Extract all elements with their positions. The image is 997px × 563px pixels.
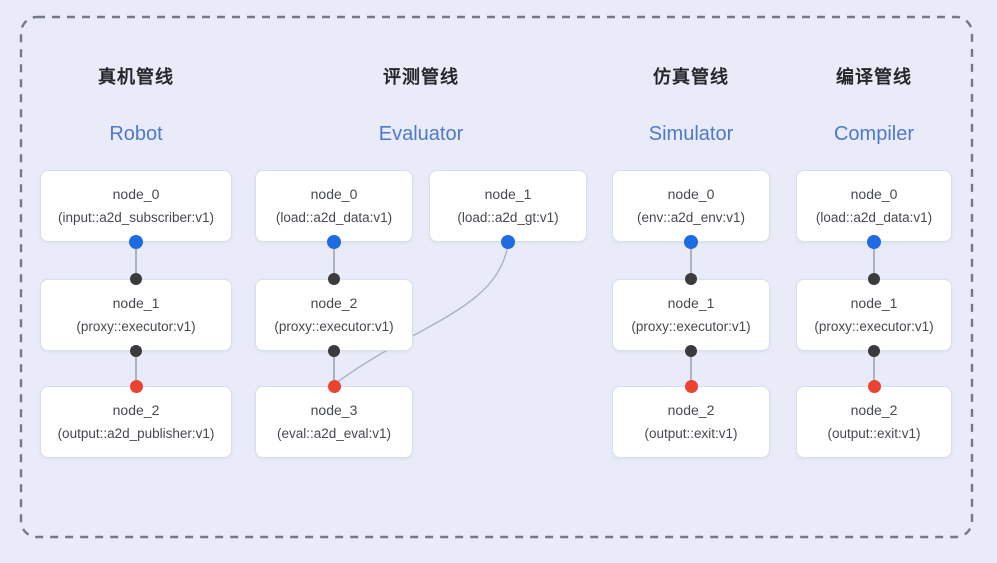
node-impl-label: (input::a2d_subscriber:v1) bbox=[57, 210, 215, 225]
node-box-sim-n2: node_2(output::exit:v1) bbox=[612, 386, 770, 458]
node-name-label: node_2 bbox=[112, 402, 160, 418]
node-box-eval-n1: node_1(load::a2d_gt:v1) bbox=[429, 170, 587, 242]
dashed-container-border bbox=[19, 15, 974, 539]
port-dot-blue-sim-n0-out bbox=[684, 235, 698, 249]
node-name-label: node_3 bbox=[310, 402, 358, 418]
port-dot-black-comp-n1-out bbox=[868, 345, 880, 357]
pipeline-title-zh-evaluator: 评测管线 bbox=[383, 67, 459, 87]
node-name-label: node_0 bbox=[667, 186, 715, 202]
port-dot-red-eval-n3-in bbox=[327, 379, 341, 393]
port-dot-black-sim-n1-in bbox=[685, 273, 697, 285]
edge-eval-n1-to-eval-n3 bbox=[335, 244, 509, 384]
node-box-eval-n3: node_3(eval::a2d_eval:v1) bbox=[255, 386, 413, 458]
node-box-eval-n2: node_2(proxy::executor:v1) bbox=[255, 279, 413, 351]
node-box-robot-n2: node_2(output::a2d_publisher:v1) bbox=[40, 386, 232, 458]
port-dot-red-sim-n2-in bbox=[684, 379, 698, 393]
node-impl-label: (output::exit:v1) bbox=[644, 426, 738, 441]
pipeline-title-en-evaluator: Evaluator bbox=[378, 123, 464, 145]
port-dot-red-comp-n2-in bbox=[867, 379, 881, 393]
node-name-label: node_0 bbox=[310, 186, 358, 202]
node-name-label: node_1 bbox=[484, 186, 532, 202]
node-impl-label: (load::a2d_data:v1) bbox=[815, 210, 933, 225]
port-dot-black-comp-n1-in bbox=[868, 273, 880, 285]
node-impl-label: (output::exit:v1) bbox=[827, 426, 921, 441]
pipeline-title-zh-simulator: 仿真管线 bbox=[653, 67, 729, 87]
node-impl-label: (env::a2d_env:v1) bbox=[636, 210, 746, 225]
port-dot-black-sim-n1-out bbox=[685, 345, 697, 357]
node-name-label: node_0 bbox=[112, 186, 160, 202]
node-name-label: node_0 bbox=[850, 186, 898, 202]
node-box-eval-n0: node_0(load::a2d_data:v1) bbox=[255, 170, 413, 242]
port-dot-black-robot-n1-out bbox=[130, 345, 142, 357]
node-name-label: node_1 bbox=[112, 295, 160, 311]
node-box-comp-n1: node_1(proxy::executor:v1) bbox=[796, 279, 952, 351]
pipeline-title-en-robot: Robot bbox=[109, 123, 163, 145]
pipeline-title-zh-robot: 真机管线 bbox=[98, 67, 174, 87]
port-dot-blue-comp-n0-out bbox=[867, 235, 881, 249]
port-dot-blue-robot-n0-out bbox=[129, 235, 143, 249]
node-impl-label: (proxy::executor:v1) bbox=[631, 319, 751, 334]
node-impl-label: (load::a2d_data:v1) bbox=[275, 210, 393, 225]
node-box-comp-n0: node_0(load::a2d_data:v1) bbox=[796, 170, 952, 242]
node-name-label: node_2 bbox=[310, 295, 358, 311]
port-dot-red-robot-n2-in bbox=[129, 379, 143, 393]
node-name-label: node_1 bbox=[667, 295, 715, 311]
node-impl-label: (load::a2d_gt:v1) bbox=[457, 210, 559, 225]
port-dot-black-eval-n2-in bbox=[328, 273, 340, 285]
node-box-sim-n1: node_1(proxy::executor:v1) bbox=[612, 279, 770, 351]
node-name-label: node_2 bbox=[667, 402, 715, 418]
node-box-robot-n0: node_0(input::a2d_subscriber:v1) bbox=[40, 170, 232, 242]
node-impl-label: (eval::a2d_eval:v1) bbox=[276, 426, 392, 441]
port-dot-black-robot-n1-in bbox=[130, 273, 142, 285]
node-impl-label: (proxy::executor:v1) bbox=[274, 319, 394, 334]
node-box-comp-n2: node_2(output::exit:v1) bbox=[796, 386, 952, 458]
port-dot-blue-eval-n0-out bbox=[327, 235, 341, 249]
node-name-label: node_2 bbox=[850, 402, 898, 418]
node-name-label: node_1 bbox=[850, 295, 898, 311]
node-impl-label: (proxy::executor:v1) bbox=[814, 319, 934, 334]
node-box-robot-n1: node_1(proxy::executor:v1) bbox=[40, 279, 232, 351]
pipeline-title-zh-compiler: 编译管线 bbox=[836, 67, 912, 87]
pipeline-title-en-simulator: Simulator bbox=[648, 123, 734, 145]
node-box-sim-n0: node_0(env::a2d_env:v1) bbox=[612, 170, 770, 242]
pipeline-title-en-compiler: Compiler bbox=[833, 123, 915, 145]
node-impl-label: (proxy::executor:v1) bbox=[76, 319, 196, 334]
port-dot-blue-eval-n1-out bbox=[501, 235, 515, 249]
port-dot-black-eval-n2-out bbox=[328, 345, 340, 357]
node-impl-label: (output::a2d_publisher:v1) bbox=[57, 426, 215, 441]
